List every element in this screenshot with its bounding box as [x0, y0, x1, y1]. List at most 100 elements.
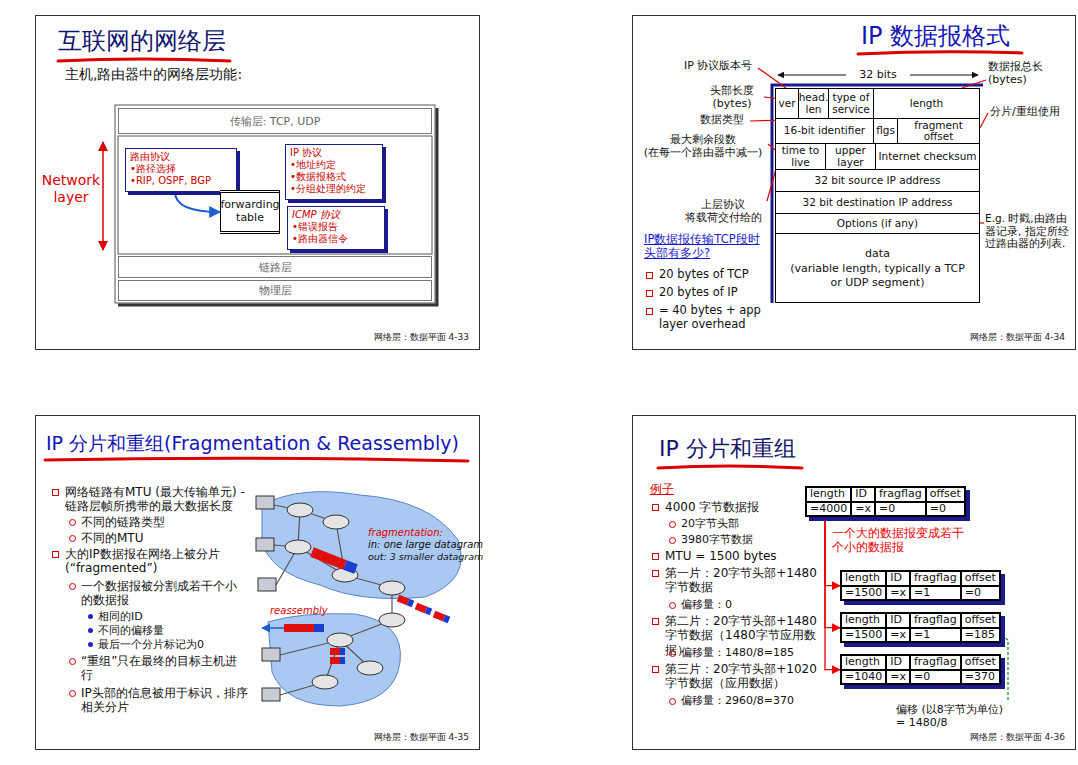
slide-title: IP 分片和重组(Fragmentation & Reassembly) — [46, 432, 459, 455]
example-heading: 例子 — [650, 482, 674, 496]
subtitle: 主机,路由器中的网络层功能: — [65, 66, 242, 83]
bullet-text: 第一片：20字节头部+1480字节数据 — [650, 566, 820, 595]
header-field: time to live — [775, 143, 826, 170]
header-table: lengthIDfragflagoffset=4000=x=0=0 — [805, 486, 966, 517]
node-text: •路径选择 — [130, 163, 232, 175]
node-text: data — [865, 247, 890, 260]
field-note: 最大剩余段数 (在每一个路由器中减一) — [640, 133, 766, 159]
bullet-text: 偏移量：2960/8=370 — [668, 694, 818, 707]
node-text: upper layer — [826, 145, 875, 167]
node-text: =x — [886, 628, 910, 643]
connector-arrow — [175, 192, 220, 212]
node-text: =0 — [961, 586, 1000, 601]
bullet-text: 大的IP数据报在网络上被分片 (“fragmented”) — [50, 547, 248, 576]
node-text: fragflag — [910, 613, 961, 628]
field-note: 分片/重组使用 — [990, 105, 1060, 118]
node-text: length — [841, 571, 886, 586]
bullet-text: 相同的ID — [86, 610, 246, 623]
node-text: •错误报告 — [292, 221, 380, 233]
bullet-text: 不同的偏移量 — [86, 624, 246, 637]
layer-band: 物理层 — [118, 280, 432, 301]
layer-band: 链路层 — [118, 256, 432, 278]
node-text: time to live — [776, 145, 825, 167]
node-text: Internet checksum — [878, 151, 976, 162]
node-text: 16-bit identifier — [784, 125, 865, 136]
slide-title: IP 数据报格式 — [861, 22, 1010, 51]
header-table: lengthIDfragflagoffset=1500=x=1=0 — [840, 570, 1001, 601]
node-text: offset — [961, 613, 1000, 628]
header-field: head. len — [798, 88, 829, 119]
node-text: =4000 — [806, 502, 851, 517]
connector-arrow — [825, 517, 840, 669]
node-text: fragflag — [910, 655, 961, 670]
bullet-text: 最后一个分片标记为0 — [86, 638, 246, 651]
node-text: length — [806, 487, 851, 502]
header-field: type of service — [828, 88, 874, 119]
node-text: fragflag — [910, 571, 961, 586]
node-text: •数据报格式 — [290, 171, 378, 183]
node-text: =x — [851, 502, 875, 517]
node-text: 传输层: TCP, UDP — [230, 114, 321, 129]
node-text: =1040 — [841, 670, 886, 685]
node-text: =1 — [910, 586, 961, 601]
slide-footer: 网络层：数据平面 4-34 — [970, 331, 1065, 344]
node-text: 链路层 — [259, 260, 292, 275]
callout-text: 一个大的数据报变成若干个小的数据报 — [832, 526, 972, 555]
node-text: IP 协议 — [290, 147, 378, 159]
protocol-box: IP 协议•地址约定•数据报格式•分组处理的约定 — [285, 144, 383, 200]
bullet-text: 偏移量：1480/8=185 — [668, 646, 818, 659]
slide-footer: 网络层：数据平面 4-36 — [970, 731, 1065, 744]
node-text: offset — [926, 487, 965, 502]
bullet-text: MTU = 1500 bytes — [650, 549, 820, 563]
figure-label: in: one large datagram — [368, 539, 483, 551]
header-table: lengthIDfragflagoffset=1500=x=1=185 — [840, 612, 1001, 643]
header-field: Internet checksum — [875, 143, 980, 170]
bullet-text: 不同的链路类型 — [68, 515, 248, 529]
note-text: 偏移 (以8字节为单位) = 1480/8 — [896, 703, 1014, 729]
bullet-text: 网络链路有MTU (最大传输单元) -链路层帧所携带的最大数据长度 — [50, 485, 248, 514]
title-underline — [45, 52, 1022, 468]
header-field: Options (if any) — [775, 213, 980, 234]
node-text: •RIP, OSPF, BGP — [130, 175, 232, 187]
bullet-text: “重组”只在最终的目标主机进行 — [68, 654, 248, 683]
header-field: ver — [775, 88, 799, 119]
forwarding-table: forwarding table — [220, 190, 280, 234]
node-text: length — [841, 613, 886, 628]
width-label: 32 bits — [848, 68, 908, 81]
node-text: =0 — [875, 502, 926, 517]
node-text: offset — [961, 571, 1000, 586]
answer-item: = 40 bytes + app layer overhead — [644, 304, 766, 332]
figure-label: fragmentation: — [368, 527, 443, 539]
node-text: fragment offset — [898, 120, 979, 142]
slide-frame: 互联网的网络层网络层：数据平面 4-33传输层: TCP, UDP路由协议•路径… — [35, 15, 480, 350]
node-text: ver — [779, 98, 796, 109]
bullet-text: 偏移量：0 — [668, 598, 818, 611]
node-text: fragflag — [875, 487, 926, 502]
node-text: =1500 — [841, 628, 886, 643]
node-text: 路由协议 — [130, 151, 232, 163]
header-field: 32 bit source IP address — [775, 169, 980, 192]
figure-label: reassembly — [270, 605, 328, 617]
slide-title: IP 分片和重组 — [659, 436, 796, 462]
question-text: IP数据报传输TCP段时头部有多少? — [644, 233, 766, 261]
node-text: length — [910, 98, 943, 109]
header-frame — [772, 75, 983, 303]
bullet-text: 4000 字节数据报 — [650, 500, 820, 514]
slide-footer: 网络层：数据平面 4-35 — [374, 731, 469, 744]
payload-field: data(variable length, typically a TCP or… — [775, 233, 980, 303]
node-text: 32 bit source IP address — [815, 175, 941, 186]
node-text: =370 — [961, 670, 1000, 685]
leader-line — [750, 68, 988, 223]
slide-title: 互联网的网络层 — [58, 27, 226, 56]
header-field: flgs — [873, 118, 898, 144]
field-note: IP 协议版本号 — [684, 59, 752, 72]
layer-stack-frame — [103, 105, 437, 305]
node-text: =185 — [961, 628, 1000, 643]
header-field: 16-bit identifier — [775, 118, 874, 144]
bullet-text: 一个数据报被分割成若干个小的数据报 — [68, 579, 248, 608]
node-text: forwarding table — [220, 199, 279, 224]
network-illustration — [256, 492, 461, 706]
node-text: =1 — [910, 628, 961, 643]
node-text: type of service — [829, 92, 873, 114]
node-text: Options (if any) — [837, 218, 918, 229]
